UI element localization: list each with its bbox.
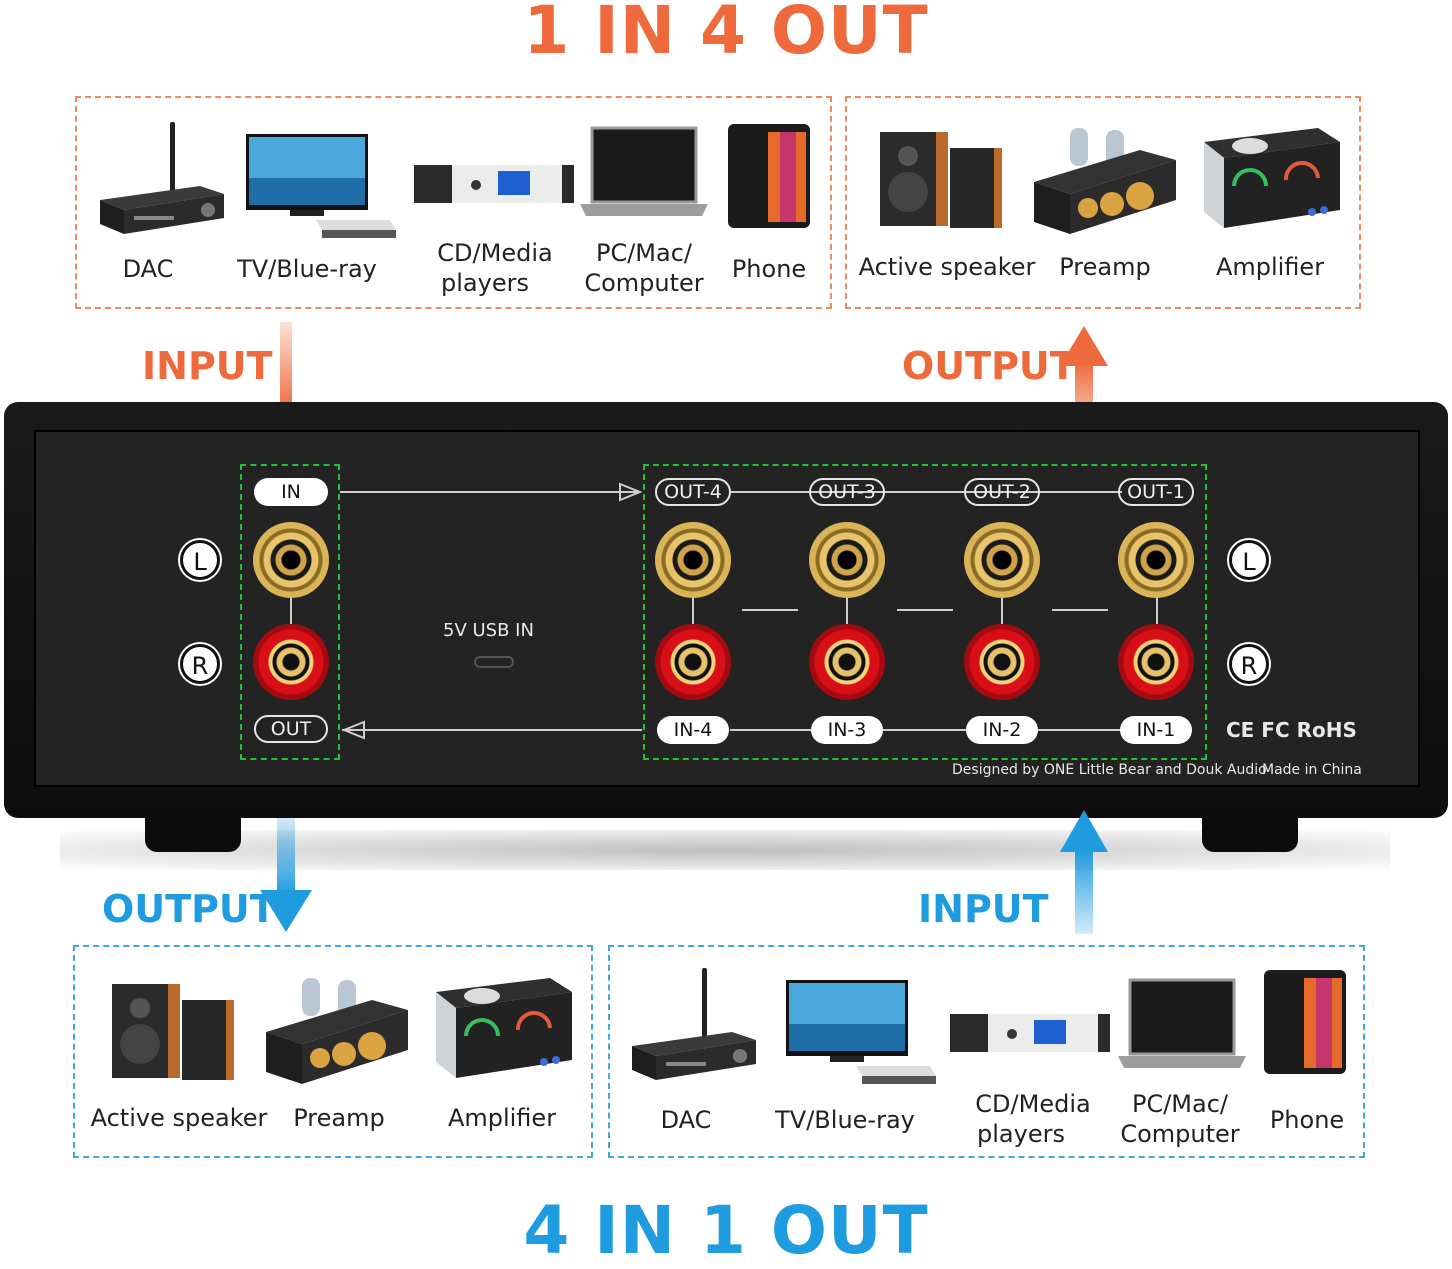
- top-input-label: INPUT: [142, 344, 273, 388]
- main-io-group: [240, 464, 340, 760]
- out-2-left-jack[interactable]: [964, 522, 1040, 598]
- bottom-source-label-tv: TV/Blue-ray: [775, 1106, 915, 1134]
- left-channel-marker-a: L: [180, 540, 220, 580]
- origin-label: Made in China: [1262, 762, 1362, 778]
- bottom-source-label-cd-line1: CD/Media: [975, 1090, 1091, 1118]
- signal-arrow-top: [619, 482, 642, 502]
- mode-title-bottom: 4 IN 1 OUT: [523, 1192, 929, 1269]
- top-source-label-dac: DAC: [122, 255, 174, 283]
- multi-io-group: [643, 464, 1207, 760]
- out-3-left-jack[interactable]: [809, 522, 885, 598]
- bottom-source-label-pc-line2: Computer: [1120, 1120, 1240, 1148]
- ch3-lr-link: [846, 596, 848, 626]
- top-source-label-phone: Phone: [731, 255, 807, 283]
- out-1-left-jack[interactable]: [1118, 522, 1194, 598]
- out-4-left-jack[interactable]: [655, 522, 731, 598]
- lr-divider-3: [1052, 609, 1108, 611]
- top-output-label-amplifier: Amplifier: [1215, 253, 1325, 281]
- panel-foot-right: [1202, 814, 1298, 852]
- lr-divider-2: [897, 609, 953, 611]
- bottom-source-label-phone: Phone: [1269, 1106, 1345, 1134]
- cd-player-image: [414, 165, 574, 203]
- phone-image: [728, 124, 810, 228]
- ch1-lr-link: [1156, 596, 1158, 626]
- bottom-source-label-cd-line2: players: [977, 1120, 1065, 1148]
- designer-credit: Designed by ONE Little Bear and Douk Aud…: [952, 762, 1267, 778]
- in-4-right-jack[interactable]: [655, 624, 731, 700]
- active-speaker-image-bottom: [112, 984, 234, 1080]
- active-speaker-image: [880, 132, 1002, 228]
- phone-image-bottom: [1264, 970, 1346, 1074]
- top-outputs-box: [845, 96, 1361, 309]
- bottom-sources-box: [608, 945, 1365, 1158]
- out-4-label: OUT-4: [655, 478, 731, 506]
- signal-line-top: [340, 491, 640, 493]
- main-lr-link: [290, 596, 292, 626]
- in-1-label: IN-1: [1120, 716, 1192, 744]
- top-output-label-preamp: Preamp: [1059, 253, 1151, 281]
- usb-power-label: 5V USB IN: [443, 620, 534, 641]
- bottom-output-label: OUTPUT: [102, 887, 276, 931]
- tv-image-bottom: [786, 980, 936, 1084]
- signal-arrow-bottom: [342, 720, 365, 740]
- bottom-output-label-amplifier: Amplifier: [447, 1104, 557, 1132]
- right-channel-marker-b: R: [1229, 644, 1269, 684]
- top-output-label: OUTPUT: [902, 344, 1076, 388]
- panel-foot-left: [145, 814, 241, 852]
- in-3-right-jack[interactable]: [809, 624, 885, 700]
- top-source-label-tv: TV/Blue-ray: [237, 255, 377, 283]
- bottom-output-arrow: [260, 818, 312, 932]
- main-out-right-jack[interactable]: [253, 624, 329, 700]
- out-3-label: OUT-3: [809, 478, 885, 506]
- bottom-input-arrow: [1060, 810, 1108, 934]
- top-source-label-pc-line2: Computer: [584, 269, 704, 297]
- top-source-label-pc-line1: PC/Mac/: [595, 239, 692, 267]
- right-channel-marker-a: R: [180, 644, 220, 684]
- bottom-outputs-box: [73, 945, 593, 1158]
- dac-image: [100, 122, 224, 234]
- signal-line-bottom: [342, 729, 642, 731]
- in-3-label: IN-3: [811, 716, 883, 744]
- bottom-source-label-dac: DAC: [660, 1106, 712, 1134]
- amplifier-image: [1204, 128, 1340, 228]
- in-4-label: IN-4: [657, 716, 729, 744]
- cd-player-image-bottom: [950, 1014, 1110, 1052]
- tv-image: [246, 134, 396, 238]
- ch2-lr-link: [1001, 596, 1003, 626]
- main-out-label: OUT: [254, 715, 328, 743]
- usb-port[interactable]: [474, 656, 514, 668]
- bottom-output-label-preamp: Preamp: [293, 1104, 385, 1132]
- in-1-right-jack[interactable]: [1118, 624, 1194, 700]
- preamp-image: [1034, 128, 1176, 234]
- out-1-label: OUT-1: [1118, 478, 1194, 506]
- preamp-image-bottom: [266, 978, 408, 1084]
- dac-image-bottom: [632, 968, 756, 1080]
- main-in-left-jack[interactable]: [253, 522, 329, 598]
- ch4-lr-link: [692, 596, 694, 626]
- bottom-input-label: INPUT: [918, 887, 1049, 931]
- amplifier-image-bottom: [436, 978, 572, 1078]
- in-2-label: IN-2: [966, 716, 1038, 744]
- out-row-line: [730, 491, 1122, 493]
- main-in-label: IN: [254, 478, 328, 506]
- mode-title-top: 1 IN 4 OUT: [523, 0, 929, 69]
- left-channel-marker-b: L: [1229, 540, 1269, 580]
- top-sources-box: [75, 96, 832, 309]
- top-source-label-cd-line1: CD/Media: [437, 239, 553, 267]
- top-source-label-cd-line2: players: [441, 269, 529, 297]
- bottom-output-label-speaker: Active speaker: [90, 1104, 268, 1132]
- in-row-line: [730, 729, 1122, 731]
- certification-marks: CE FC RoHS: [1226, 718, 1357, 742]
- top-output-label-speaker: Active speaker: [858, 253, 1036, 281]
- laptop-image-bottom: [1118, 978, 1246, 1068]
- lr-divider-1: [742, 609, 798, 611]
- bottom-source-label-pc-line1: PC/Mac/: [1131, 1090, 1228, 1118]
- in-2-right-jack[interactable]: [964, 624, 1040, 700]
- out-2-label: OUT-2: [964, 478, 1040, 506]
- laptop-image: [580, 126, 708, 216]
